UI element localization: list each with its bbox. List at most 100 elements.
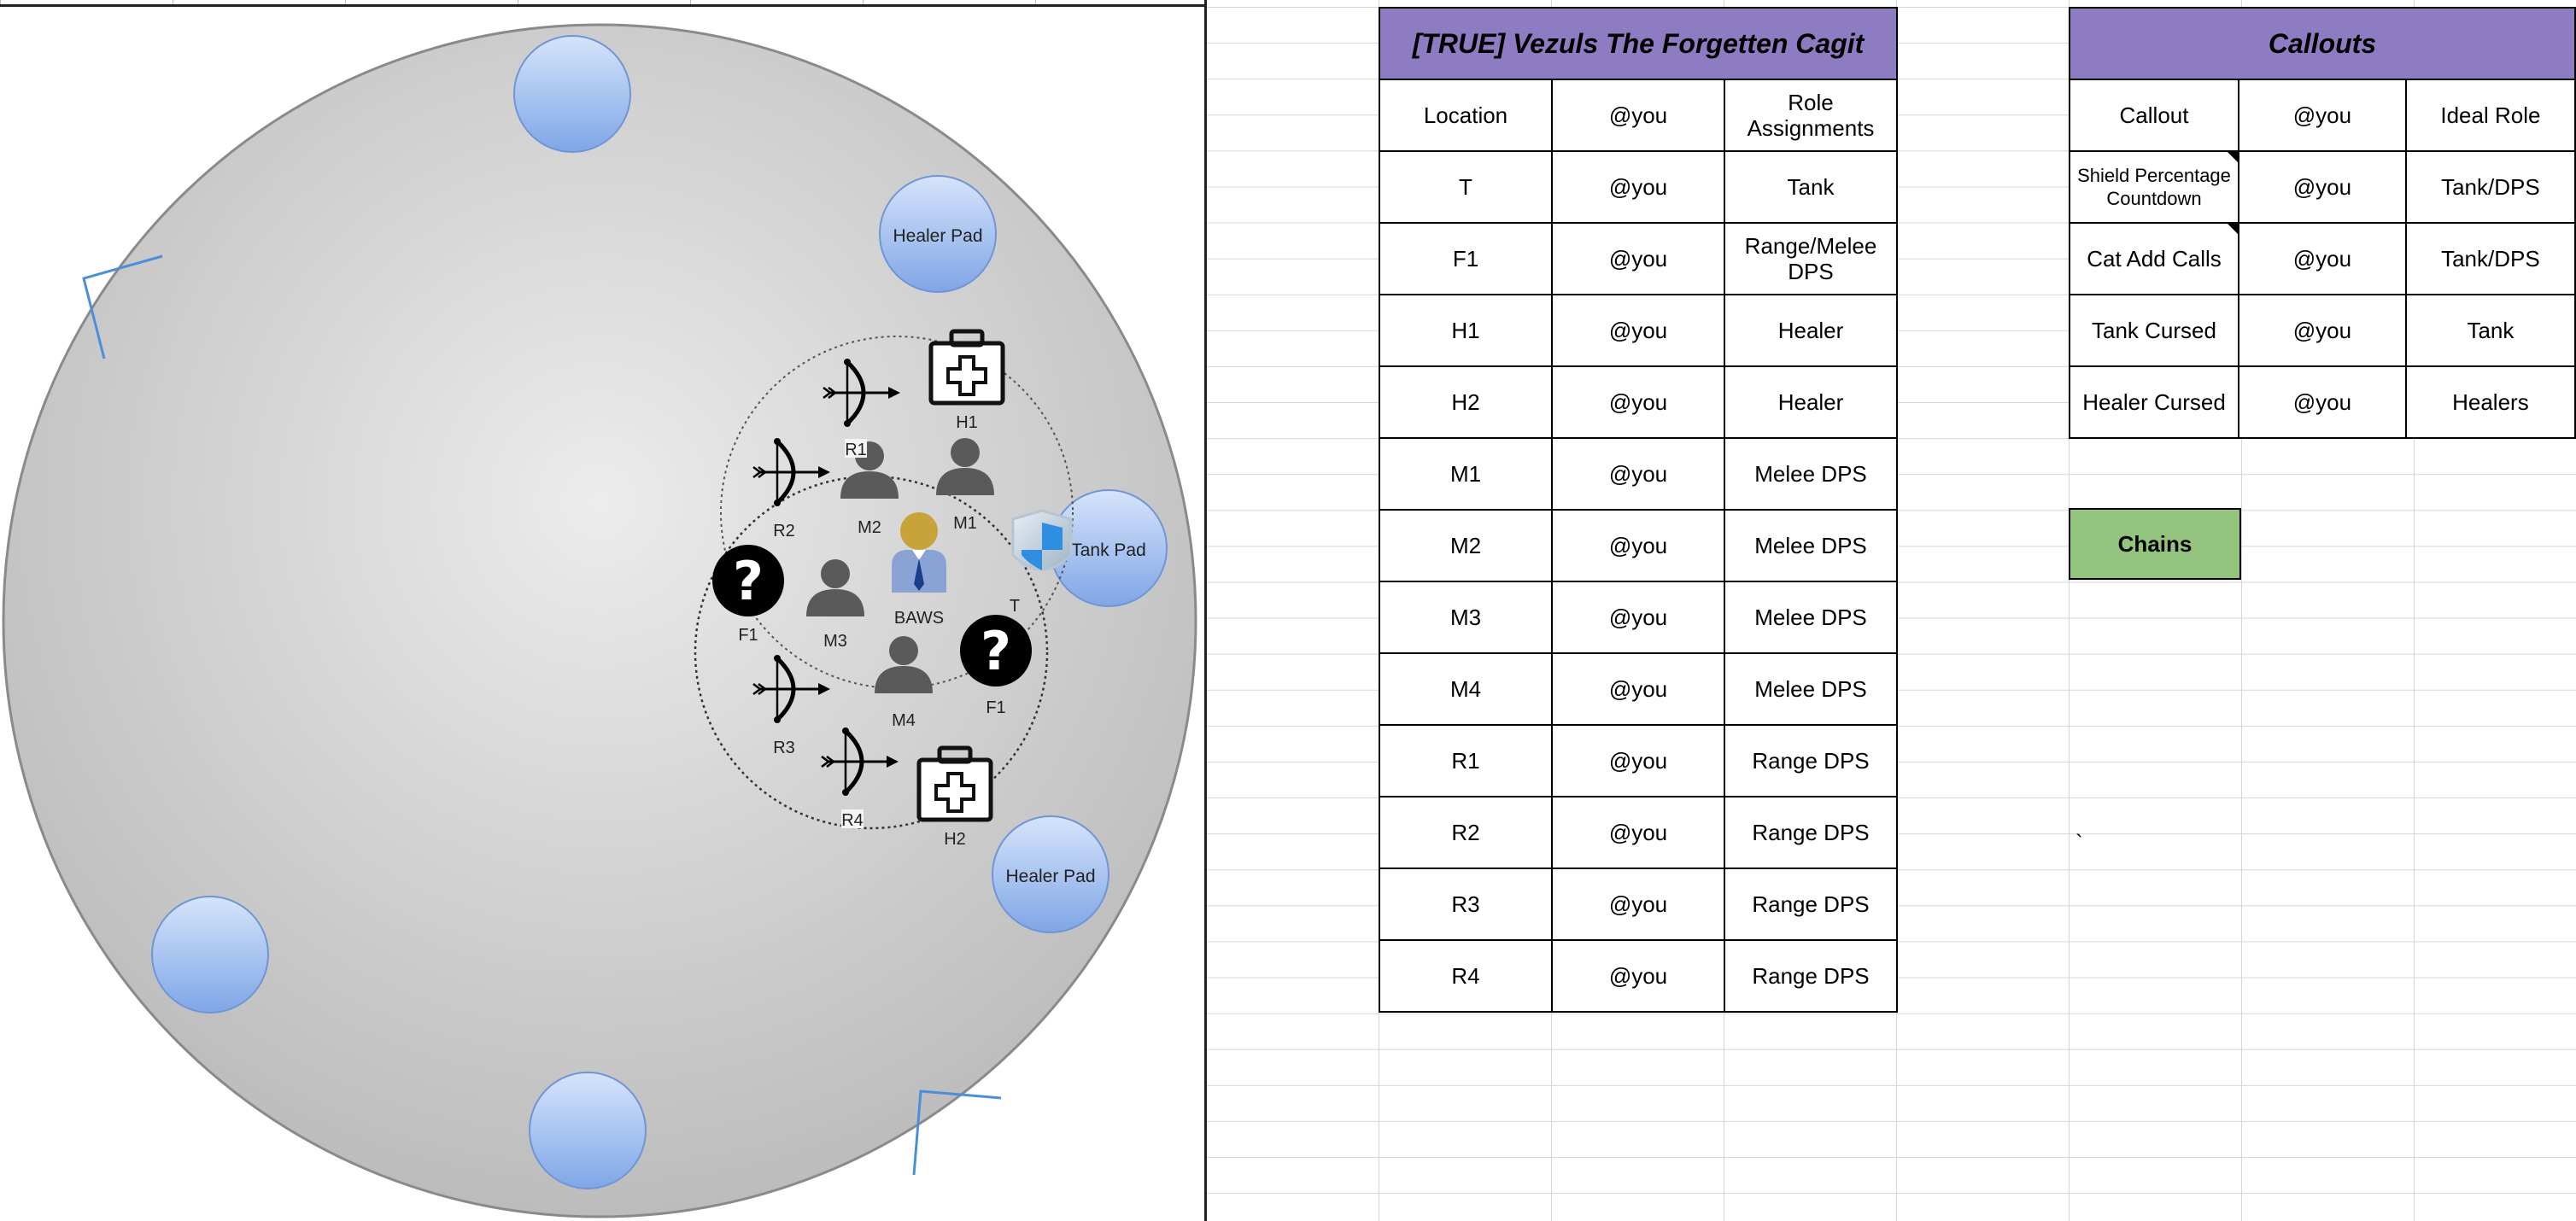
cell-ideal-role[interactable]: Tank/DPS (2404, 150, 2576, 224)
f1-left-question-mark-icon (712, 545, 784, 616)
m2-label: M2 (858, 518, 881, 537)
callouts-title[interactable]: Callouts (2069, 7, 2576, 80)
header-you[interactable]: @you (2238, 79, 2407, 152)
cell-player[interactable]: @you (1551, 868, 1725, 941)
header-you[interactable]: @you (1551, 79, 1725, 152)
cell-role[interactable]: Melee DPS (1724, 509, 1898, 582)
h2-label: H2 (944, 830, 966, 849)
cell-role[interactable]: Range DPS (1724, 868, 1898, 941)
pad-bottom-left (151, 896, 269, 1014)
cell-ideal-role[interactable]: Tank (2404, 294, 2576, 367)
cell-callout[interactable]: Tank Cursed (2068, 294, 2240, 367)
cell-player[interactable]: @you (2238, 294, 2407, 367)
cell-location[interactable]: R1 (1379, 724, 1553, 797)
cell-player[interactable]: @you (1551, 652, 1725, 726)
cell-location[interactable]: R2 (1379, 796, 1553, 869)
arena-map: ? Healer Pad Tank Pad Healer Pad (2, 23, 1197, 1218)
cell-player[interactable]: @you (1551, 509, 1725, 582)
cell-location[interactable]: M3 (1379, 581, 1553, 654)
cell-role[interactable]: Range DPS (1724, 796, 1898, 869)
cell-role[interactable]: Range DPS (1724, 939, 1898, 1013)
boss-map-drawing[interactable]: ? Healer Pad Tank Pad Healer Pad (0, 0, 1206, 1221)
cell-location[interactable]: F1 (1379, 222, 1553, 295)
cell-player[interactable]: @you (1551, 365, 1725, 439)
cell-location[interactable]: H1 (1379, 294, 1553, 367)
cell-player[interactable]: @you (1551, 581, 1725, 654)
cell-player[interactable]: @you (1551, 294, 1725, 367)
chains-cell[interactable]: Chains (2069, 508, 2241, 580)
corner-marker-bottom-right (912, 1090, 1002, 1176)
cell-player[interactable]: @you (1551, 724, 1725, 797)
cell-role[interactable]: Melee DPS (1724, 652, 1898, 726)
callouts-table: Callouts Callout @you Ideal Role Shield … (2068, 7, 2576, 439)
header-ideal-role[interactable]: Ideal Role (2404, 79, 2576, 152)
cell-location[interactable]: R4 (1379, 939, 1553, 1013)
cell-location[interactable]: M1 (1379, 437, 1553, 511)
cell-callout[interactable]: Cat Add Calls (2068, 222, 2240, 295)
cell-location[interactable]: T (1379, 150, 1553, 224)
cell-location[interactable]: H2 (1379, 365, 1553, 439)
boss-businessman-icon (892, 512, 946, 593)
r4-label: R4 (841, 811, 864, 830)
cell-player[interactable]: @you (2238, 150, 2407, 224)
healer-pad-bottom (992, 815, 1109, 933)
corner-marker-top-left (82, 254, 163, 359)
f1-right-question-mark-icon (960, 615, 1032, 686)
cell-callout[interactable]: Healer Cursed (2068, 365, 2240, 439)
cell-player[interactable]: @you (1551, 939, 1725, 1013)
cell-role[interactable]: Tank (1724, 150, 1898, 224)
cell-ideal-role[interactable]: Tank/DPS (2404, 222, 2576, 295)
tank-pad-label: Tank Pad (1071, 540, 1146, 560)
healer-pad-bottom-label: Healer Pad (1005, 867, 1095, 886)
healer-pad-top (879, 175, 997, 293)
header-role-assignments[interactable]: Role Assignments (1724, 79, 1898, 152)
cell-callout[interactable]: Shield Percentage Countdown (2068, 150, 2240, 224)
cell-location[interactable]: M2 (1379, 509, 1553, 582)
pad-top (513, 35, 631, 153)
header-callout[interactable]: Callout (2068, 79, 2240, 152)
inner-range-ring (694, 475, 1049, 830)
cell-location[interactable]: R3 (1379, 868, 1553, 941)
r3-label: R3 (773, 739, 795, 757)
cell-ideal-role[interactable]: Healers (2404, 365, 2576, 439)
header-location[interactable]: Location (1379, 79, 1553, 152)
stray-backtick-cell[interactable]: ` (2075, 830, 2083, 856)
m3-label: M3 (823, 632, 847, 651)
cell-role[interactable]: Healer (1724, 365, 1898, 439)
m4-label: M4 (892, 711, 916, 730)
cell-player[interactable]: @you (2238, 365, 2407, 439)
r1-label: R1 (845, 441, 867, 459)
cell-player[interactable]: @you (1551, 796, 1725, 869)
cell-player[interactable]: @you (2238, 222, 2407, 295)
cell-role[interactable]: Melee DPS (1724, 437, 1898, 511)
m1-label: M1 (953, 514, 977, 533)
boss-label: BAWS (894, 609, 944, 628)
column-gridlines (0, 0, 1206, 5)
cell-player[interactable]: @you (1551, 150, 1725, 224)
cell-location[interactable]: M4 (1379, 652, 1553, 726)
cell-role[interactable]: Range/Melee DPS (1724, 222, 1898, 295)
t-label: T (1010, 597, 1020, 616)
cell-role[interactable]: Healer (1724, 294, 1898, 367)
cell-role[interactable]: Melee DPS (1724, 581, 1898, 654)
cell-player[interactable]: @you (1551, 437, 1725, 511)
f1-right-label: F1 (986, 698, 1005, 717)
role-table-title[interactable]: [TRUE] Vezuls The Forgetten Cagit (1379, 7, 1898, 80)
healer-pad-top-label: Healer Pad (893, 226, 982, 246)
cell-player[interactable]: @you (1551, 222, 1725, 295)
cell-role[interactable]: Range DPS (1724, 724, 1898, 797)
pad-bottom (529, 1072, 647, 1189)
